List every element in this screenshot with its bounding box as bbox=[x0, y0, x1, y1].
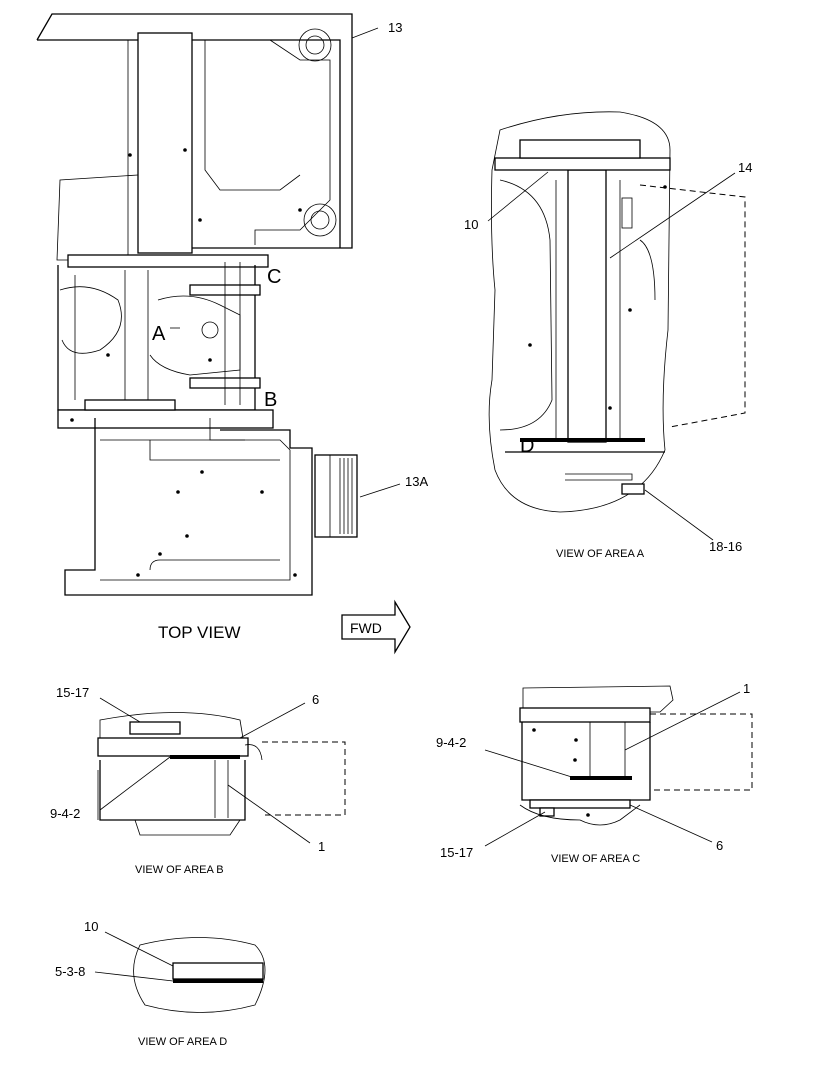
callout-14: 14 bbox=[738, 160, 752, 175]
view-a-title: VIEW OF AREA A bbox=[556, 548, 645, 560]
view-area-d: 10 5-3-8 VIEW OF AREA D bbox=[55, 919, 266, 1048]
callout-1-c: 1 bbox=[743, 681, 750, 696]
callout-18-16: 18-16 bbox=[709, 539, 742, 554]
callout-1-b: 1 bbox=[318, 839, 325, 854]
view-area-b: 15-17 6 9-4-2 1 VIEW OF AREA B bbox=[50, 685, 346, 876]
callout-13: 13 bbox=[388, 20, 402, 35]
view-b-title: VIEW OF AREA B bbox=[135, 864, 224, 876]
cylinder-hatching bbox=[339, 458, 353, 534]
callout-9-4-2-b: 9-4-2 bbox=[50, 806, 80, 821]
callout-13a: 13A bbox=[405, 474, 428, 489]
fwd-arrow-icon: FWD bbox=[341, 599, 411, 655]
callout-9-4-2-c: 9-4-2 bbox=[436, 735, 466, 750]
callout-6-b: 6 bbox=[312, 692, 319, 707]
view-area-a: 10 14 18-16 D VIEW OF AREA A bbox=[464, 111, 752, 560]
callout-10-d: 10 bbox=[84, 919, 98, 934]
callout-15-17-c: 15-17 bbox=[440, 845, 473, 860]
top-view-title: TOP VIEW bbox=[158, 623, 241, 642]
callout-10-a: 10 bbox=[464, 217, 478, 232]
area-d-label: D bbox=[520, 435, 534, 457]
callout-6-c: 6 bbox=[716, 838, 723, 853]
fwd-label: FWD bbox=[350, 620, 382, 636]
area-a-label: A bbox=[152, 323, 166, 345]
area-b-label: B bbox=[264, 389, 277, 411]
view-d-title: VIEW OF AREA D bbox=[138, 1036, 227, 1048]
area-c-label: C bbox=[267, 266, 281, 288]
top-view: 13 13A A C B TOP VIEW FWD bbox=[36, 13, 428, 655]
callout-5-3-8: 5-3-8 bbox=[55, 964, 85, 979]
view-area-c: 1 9-4-2 15-17 6 VIEW OF AREA C bbox=[436, 681, 753, 865]
view-c-title: VIEW OF AREA C bbox=[551, 853, 640, 865]
callout-15-17-b: 15-17 bbox=[56, 685, 89, 700]
fastener-dots bbox=[70, 148, 302, 577]
